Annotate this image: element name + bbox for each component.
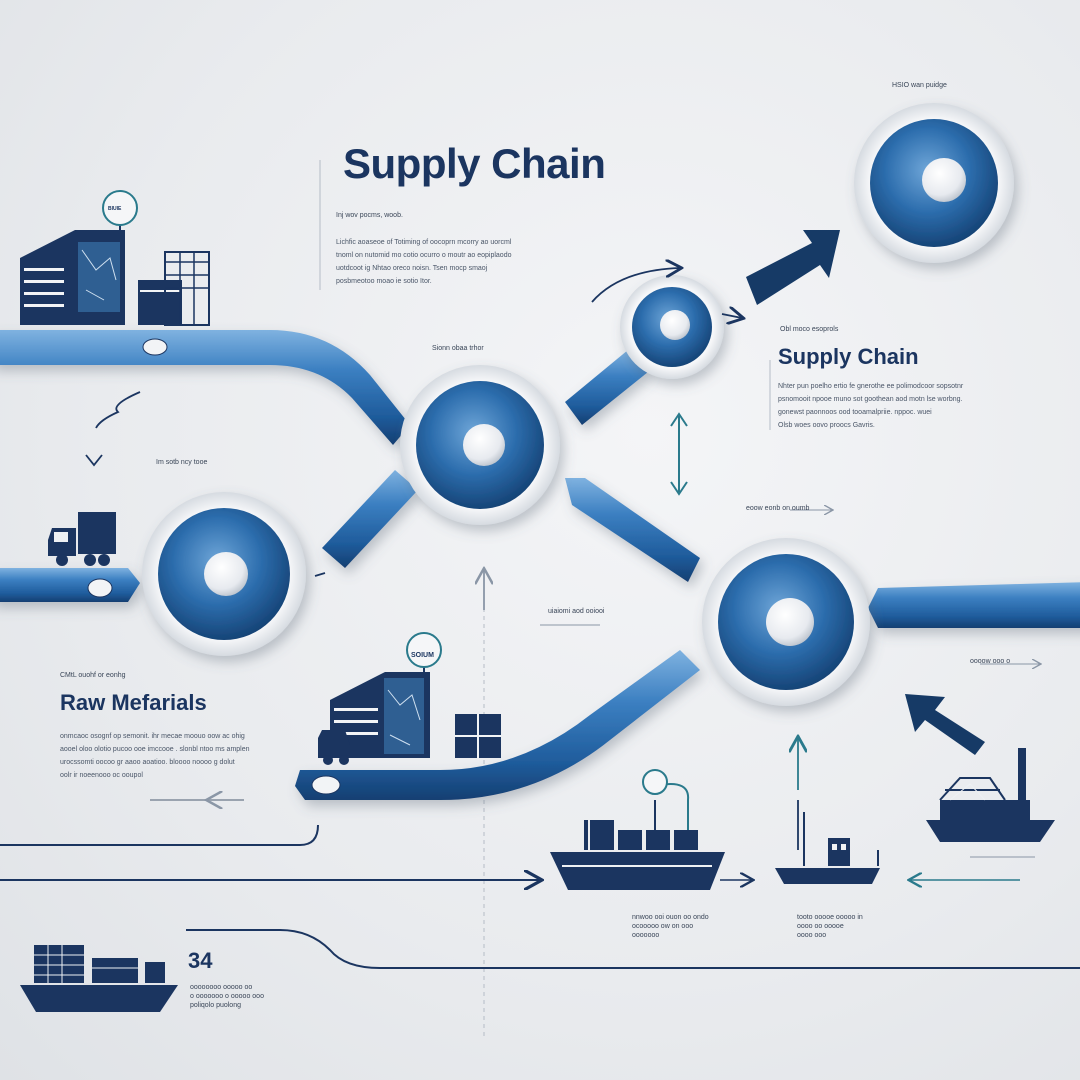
ship-note-line: oooo oo ooooe <box>797 923 844 930</box>
hub-right <box>702 538 870 706</box>
header-body-line: Lichfic aoaseoe of Totiming of oocoprn m… <box>336 239 512 246</box>
boat-icon <box>775 812 880 884</box>
container-ship-icon <box>20 945 178 1012</box>
pipes <box>0 330 1080 800</box>
raw-materials-body: onmcaoc osognf op semonit. ihr mecae moo… <box>60 730 250 782</box>
big-arrow-up-icon <box>746 230 840 305</box>
location-pin-icon <box>102 190 138 226</box>
badge-top-label: BIUIE <box>108 206 122 212</box>
bottom-body-line: o ooooooo o ooooo ooo <box>190 993 264 1000</box>
header-body-line: posbmeotoo moao ie sotio Itor. <box>336 278 432 285</box>
small-arrows <box>85 268 798 850</box>
factory-icon <box>20 218 210 326</box>
section-right-body-line: psnomooit npooe muno sot goothean aod mo… <box>778 396 963 403</box>
section-right-body-line: Olsb woes oovo proocs Gavris. <box>778 422 875 429</box>
raw-materials-title: Raw Mefarials <box>60 690 207 715</box>
header-body-line: uotdcoot ig Nhtao oreco noisn. Tsen mocp… <box>336 265 488 272</box>
guide-lines <box>0 160 1080 1040</box>
bottom-number: 34 <box>188 948 213 973</box>
double-arrow-icon <box>670 412 688 496</box>
location-pin-icon-mid <box>406 632 442 668</box>
hub-label: Sionn obaa trhor <box>432 345 484 352</box>
raw-materials-kicker: CMtL ouohf or eonhg <box>60 672 126 679</box>
truck-icon <box>48 512 116 566</box>
page-title: Supply Chain <box>343 140 606 187</box>
bottom-body-line: oooooooo ooooo oo <box>190 984 253 991</box>
bottom-body: oooooooo ooooo oo o ooooooo o ooooo ooo … <box>190 983 264 1010</box>
port-icon <box>926 748 1055 842</box>
cargo-ship-icon <box>550 783 725 890</box>
ship-note-line: ooooooo <box>632 932 660 939</box>
section-right-body-line: Nhter pun poelho ertio fe gnerothe ee po… <box>778 383 964 390</box>
big-arrow-down-icon <box>905 694 985 755</box>
raw-materials-body-line: urocssomti oocoo gr aaoo aoatioo. bloooo… <box>60 759 235 766</box>
ship-notes-right: tooto ooooe ooooo in oooo oo ooooe oooo … <box>797 913 863 940</box>
ship-note-line: tooto ooooe ooooo in <box>797 914 863 921</box>
location-pin-icon-ship <box>642 769 668 795</box>
section-right-body-line: gonewst paonnoos ood tooamalpriie. nppoc… <box>778 409 932 416</box>
hub-small <box>620 275 724 379</box>
ship-note-line: oooo ooo <box>797 932 827 939</box>
header-body: Lichfic aoaseoe of Totiming of oocoprn m… <box>336 236 512 288</box>
ship-note-line: nnwoo ooi ouon oo ondo <box>632 914 709 921</box>
ship-note-line: ocooooo ow on ooo <box>632 923 694 930</box>
ship-notes-left: nnwoo ooi ouon oo ondo ocooooo ow on ooo… <box>632 913 709 940</box>
hub-top-right <box>854 103 1014 263</box>
top-right-caption: HSIO wan puidge <box>892 82 947 89</box>
section-right-body: Nhter pun poelho ertio fe gnerothe ee po… <box>778 380 963 432</box>
header-body-line: tnoml on nutomid mo cotio ocurro o moutr… <box>336 252 512 259</box>
hub-left <box>142 492 306 656</box>
raw-materials-body-line: onmcaoc osognf op semonit. ihr mecae moo… <box>60 733 245 740</box>
warehouse-icon <box>318 662 501 765</box>
pipe-badges <box>87 338 341 795</box>
bottom-body-line: poliqolo puolong <box>190 1002 241 1009</box>
hub-center <box>400 365 560 525</box>
right-note: eoow eonb on oumb <box>746 505 810 512</box>
truck-label: Im sotb ncy tooe <box>156 459 208 466</box>
far-right-note: oooow ooo o <box>970 658 1011 665</box>
section-right-title: Supply Chain <box>778 344 919 369</box>
mid-note: uiaiomi aod ooiooi <box>548 608 605 615</box>
raw-materials-body-line: oolr ir noeenooo oc ooupol <box>60 772 143 779</box>
section-right-kicker: Obl moco esoprols <box>780 326 839 333</box>
raw-materials-body-line: aooel oloo olotio pucoo ooe imccooe . sl… <box>60 746 250 753</box>
header-kicker: Inj wov pocms, woob. <box>336 212 403 219</box>
badge-mid-label: SOIUM <box>411 652 434 659</box>
